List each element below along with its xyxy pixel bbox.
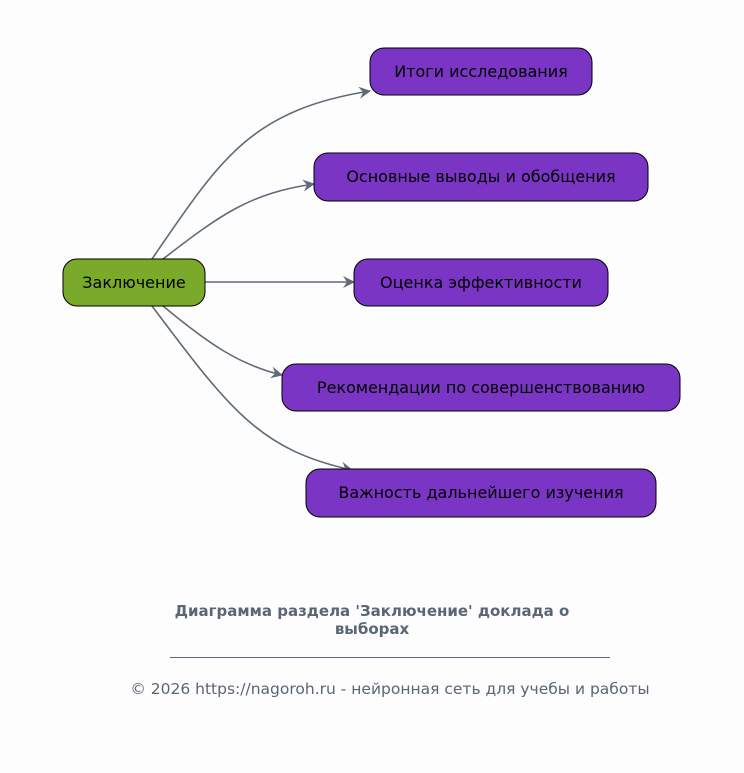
child-node-label: Основные выводы и обобщения	[346, 167, 615, 186]
child-node-label: Итоги исследования	[394, 62, 568, 81]
caption-divider	[170, 657, 610, 658]
diagram-caption: Диаграмма раздела 'Заключение' доклада о…	[174, 602, 570, 638]
edge-to-child-5	[151, 305, 353, 474]
child-node-label: Важность дальнейшего изучения	[338, 483, 623, 502]
child-node[interactable]: Итоги исследования	[369, 47, 593, 96]
edge-to-child-2	[162, 179, 315, 260]
root-node[interactable]: Заключение	[62, 258, 206, 307]
copyright-footer: © 2026 https://nagoroh.ru - нейронная се…	[130, 680, 650, 698]
root-node-label: Заключение	[82, 273, 185, 292]
child-node[interactable]: Рекомендации по совершенствованию	[281, 363, 681, 412]
child-node[interactable]: Основные выводы и обобщения	[313, 152, 649, 202]
edge-to-child-4	[162, 305, 283, 379]
child-node-label: Рекомендации по совершенствованию	[317, 378, 645, 397]
child-node-label: Оценка эффективности	[380, 273, 582, 292]
child-node[interactable]: Оценка эффективности	[353, 258, 609, 307]
edge-to-child-1	[151, 86, 371, 260]
child-node[interactable]: Важность дальнейшего изучения	[305, 468, 657, 518]
